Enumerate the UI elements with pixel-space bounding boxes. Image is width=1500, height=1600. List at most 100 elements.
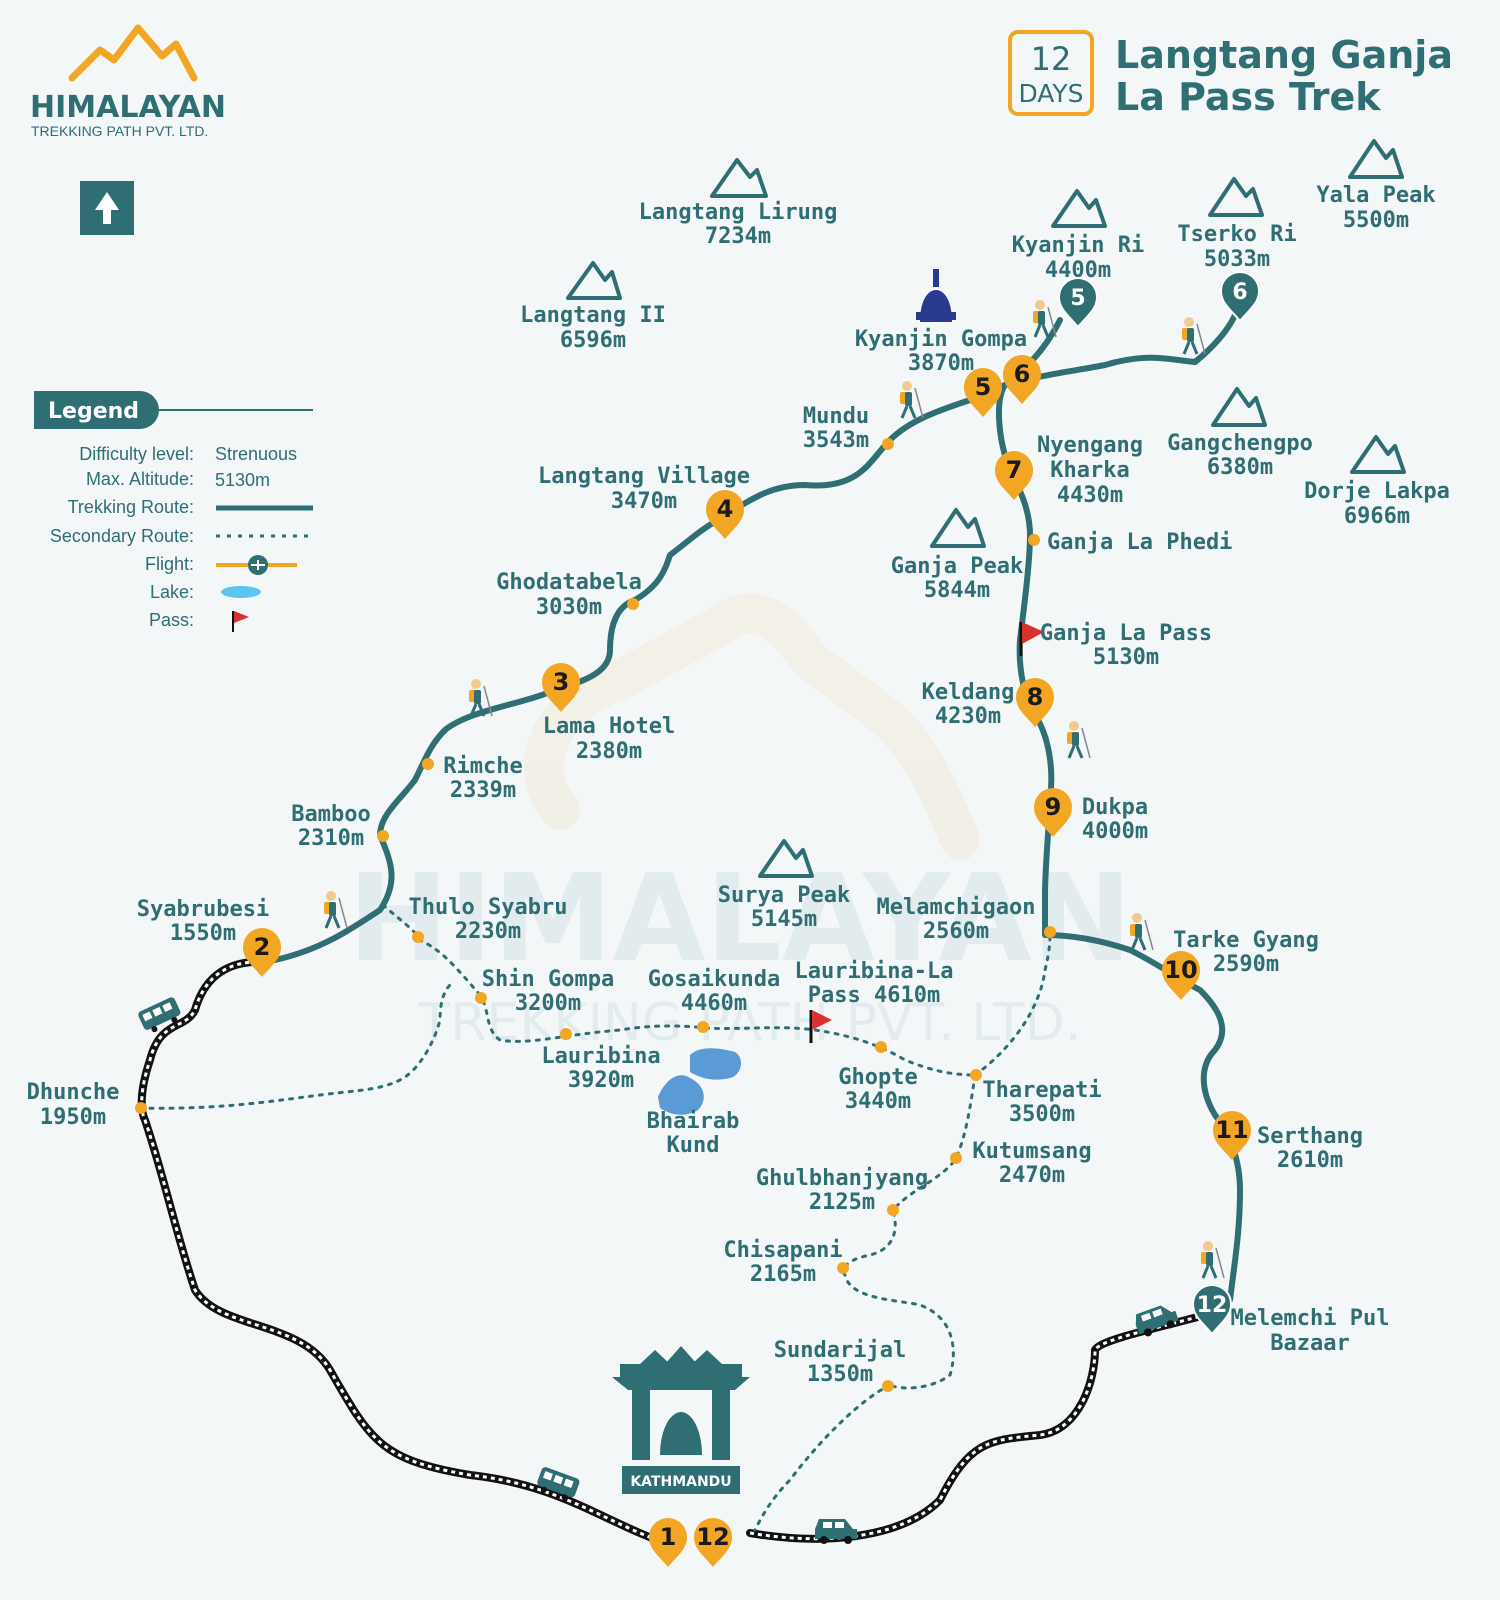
place-name: Sundarijal bbox=[774, 1338, 906, 1363]
hiker-icon bbox=[324, 891, 348, 929]
peak-altitude: 5145m bbox=[751, 907, 817, 932]
place-altitude: 2590m bbox=[1213, 952, 1279, 977]
place-altitude: 3500m bbox=[1009, 1102, 1075, 1127]
place-altitude: 2230m bbox=[455, 919, 521, 944]
place-name: Shin Gompa bbox=[482, 967, 614, 992]
stop-dot bbox=[950, 1152, 962, 1164]
mountain-icon bbox=[1348, 139, 1404, 179]
place-name: Melemchi Pul bbox=[1231, 1306, 1390, 1331]
day-number: 12 bbox=[1197, 1293, 1228, 1318]
legend-route-key: Trekking Route: bbox=[68, 497, 194, 517]
place-name: Ganja La Phedi bbox=[1047, 530, 1232, 555]
place-name: Serthang bbox=[1257, 1124, 1363, 1149]
place-name: Bamboo bbox=[291, 802, 370, 827]
day-number: 9 bbox=[1045, 793, 1062, 821]
place-altitude: 4000m bbox=[1082, 819, 1148, 844]
hiker-icon bbox=[469, 679, 493, 717]
pass-flag-icon bbox=[232, 611, 249, 632]
stop-dot bbox=[970, 1069, 982, 1081]
place-name: Syabrubesi bbox=[137, 897, 269, 922]
day-pin: 8 bbox=[1016, 678, 1054, 727]
day-number: 8 bbox=[1027, 683, 1044, 711]
place-altitude: 3030m bbox=[536, 595, 602, 620]
north-arrow-icon bbox=[80, 181, 134, 235]
place-name: Dhunche bbox=[27, 1080, 120, 1105]
place-name: Lauribina-La bbox=[795, 959, 954, 984]
day-pin: 5 bbox=[964, 368, 1002, 417]
place-name: Lama Hotel bbox=[543, 714, 675, 739]
day-pin: 6 bbox=[1219, 271, 1261, 323]
place-altitude: 4230m bbox=[935, 704, 1001, 729]
place-altitude: 3200m bbox=[515, 991, 581, 1016]
place-name: Bhairab bbox=[647, 1109, 740, 1134]
place-altitude: 1550m bbox=[170, 921, 236, 946]
logo-sub: TREKKING PATH PVT. LTD. bbox=[31, 123, 208, 139]
day-number: 12 bbox=[696, 1523, 729, 1551]
stop-dot bbox=[1044, 926, 1056, 938]
peak-name: Dorje Lakpa bbox=[1304, 479, 1450, 504]
jeep-icon bbox=[1135, 1305, 1179, 1337]
day-pin: 6 bbox=[1003, 355, 1041, 404]
day-number: 5 bbox=[975, 373, 992, 401]
logo-mountain-icon bbox=[68, 24, 198, 82]
day-pin: 10 bbox=[1162, 951, 1200, 1000]
day-number: 10 bbox=[1164, 956, 1197, 984]
legend-altitude-key: Max. Altitude: bbox=[86, 469, 194, 489]
day-number: 5 bbox=[1070, 286, 1085, 311]
place-name: Dukpa bbox=[1082, 795, 1148, 820]
bus-icon bbox=[138, 997, 181, 1033]
peak-altitude: 6596m bbox=[560, 328, 626, 353]
roads bbox=[137, 957, 1209, 1549]
day-pin: 7 bbox=[995, 451, 1033, 500]
place-name: Lauribina bbox=[541, 1044, 660, 1069]
place-altitude: 3470m bbox=[611, 489, 677, 514]
place-name: Rimche bbox=[443, 754, 522, 779]
mountain-icon bbox=[1051, 189, 1107, 228]
mountain-icon bbox=[710, 158, 768, 198]
legend-difficulty-key: Difficulty level: bbox=[79, 444, 194, 464]
stop-dot bbox=[422, 758, 434, 770]
place-name: Thulo Syabru bbox=[409, 895, 568, 920]
peak-icons bbox=[566, 139, 1406, 878]
logo: HIMALAYAN TREKKING PATH PVT. LTD. bbox=[30, 24, 226, 139]
mountain-icon bbox=[930, 508, 986, 548]
stop-dot bbox=[887, 1204, 899, 1216]
lake-icon bbox=[221, 586, 261, 598]
place-name: Ganja La Pass bbox=[1040, 621, 1212, 646]
jeep-icon bbox=[815, 1519, 857, 1544]
legend-flight-key: Flight: bbox=[145, 554, 194, 574]
day-pin: 5 bbox=[1057, 277, 1099, 329]
days-word: DAYS bbox=[1018, 79, 1083, 108]
plane-icon bbox=[216, 555, 297, 575]
bus-icon bbox=[537, 1467, 580, 1501]
day-pin: 4 bbox=[706, 490, 744, 539]
stop-dot bbox=[882, 1380, 894, 1392]
place-altitude: 5130m bbox=[1093, 645, 1159, 670]
place-name: Nyengang bbox=[1037, 433, 1143, 458]
watermark-name: HIMALAYAN bbox=[348, 850, 1132, 989]
hiker-icon bbox=[1067, 721, 1091, 759]
place-altitude: 4460m bbox=[681, 991, 747, 1016]
peak-name: Yala Peak bbox=[1316, 183, 1435, 208]
place-name: Ghulbhanjyang bbox=[756, 1166, 928, 1191]
title-line-1: Langtang Ganja bbox=[1115, 33, 1453, 77]
logo-name: HIMALAYAN bbox=[30, 90, 226, 125]
place-altitude: 3440m bbox=[845, 1089, 911, 1114]
legend-title: Legend bbox=[48, 399, 139, 424]
day-number: 3 bbox=[553, 668, 570, 696]
peak-name: Langtang Lirung bbox=[639, 200, 838, 225]
place-altitude: 3920m bbox=[568, 1068, 634, 1093]
watermark-sub: TREKKING PATH PVT. LTD. bbox=[418, 993, 1082, 1053]
hiker-icon bbox=[1033, 300, 1057, 338]
peak-name: Ganja Peak bbox=[891, 554, 1023, 579]
place-altitude: 3543m bbox=[803, 428, 869, 453]
legend-difficulty-value: Strenuous bbox=[215, 444, 297, 464]
place-altitude: 2610m bbox=[1277, 1148, 1343, 1173]
day-number: 2 bbox=[254, 933, 271, 961]
stop-dot bbox=[837, 1262, 849, 1274]
place-name: Melamchigaon bbox=[877, 895, 1036, 920]
watermark: HIMALAYAN TREKKING PATH PVT. LTD. bbox=[348, 593, 1132, 1053]
day-pin: 9 bbox=[1034, 788, 1072, 837]
hiker-icon bbox=[900, 381, 924, 419]
place-altitude: 2165m bbox=[750, 1262, 816, 1287]
